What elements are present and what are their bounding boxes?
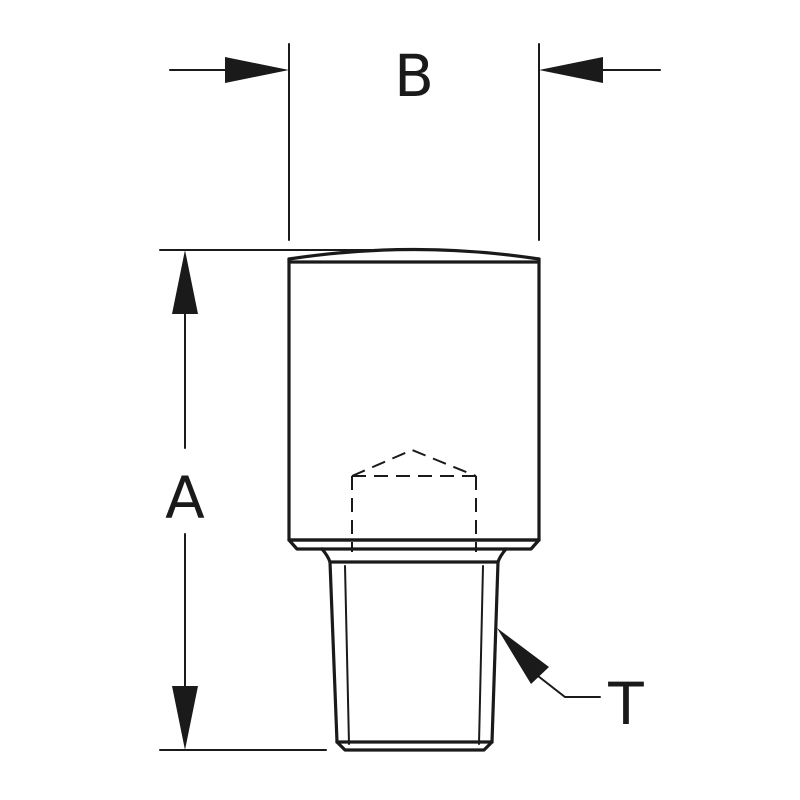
arrowhead-b-right xyxy=(539,57,603,83)
thread-root-left xyxy=(344,565,350,745)
shank-left-side xyxy=(328,560,339,744)
leader-line-t xyxy=(537,675,601,698)
neck-left xyxy=(320,547,332,564)
arrowhead-a-top xyxy=(172,250,198,314)
thread-root-right xyxy=(478,565,484,745)
label-b: B xyxy=(394,42,434,110)
dimension-a: A xyxy=(159,249,413,751)
bore-drill-point xyxy=(351,448,477,477)
dimension-b: B xyxy=(169,42,661,241)
neck-right xyxy=(496,547,508,564)
shank-right-side xyxy=(490,560,500,744)
part-neck xyxy=(320,547,508,564)
label-a: A xyxy=(165,464,205,532)
thread-callout: T xyxy=(497,628,644,738)
arrowhead-a-bottom xyxy=(172,686,198,750)
label-t: T xyxy=(607,670,644,738)
hidden-bore xyxy=(351,448,477,552)
arrowhead-t xyxy=(497,628,549,684)
part-body xyxy=(287,247,541,551)
threaded-shank xyxy=(328,560,500,752)
arrowhead-b-left xyxy=(225,57,289,83)
body-top-dome xyxy=(287,247,541,261)
shank-bottom-chamfer xyxy=(335,740,494,752)
